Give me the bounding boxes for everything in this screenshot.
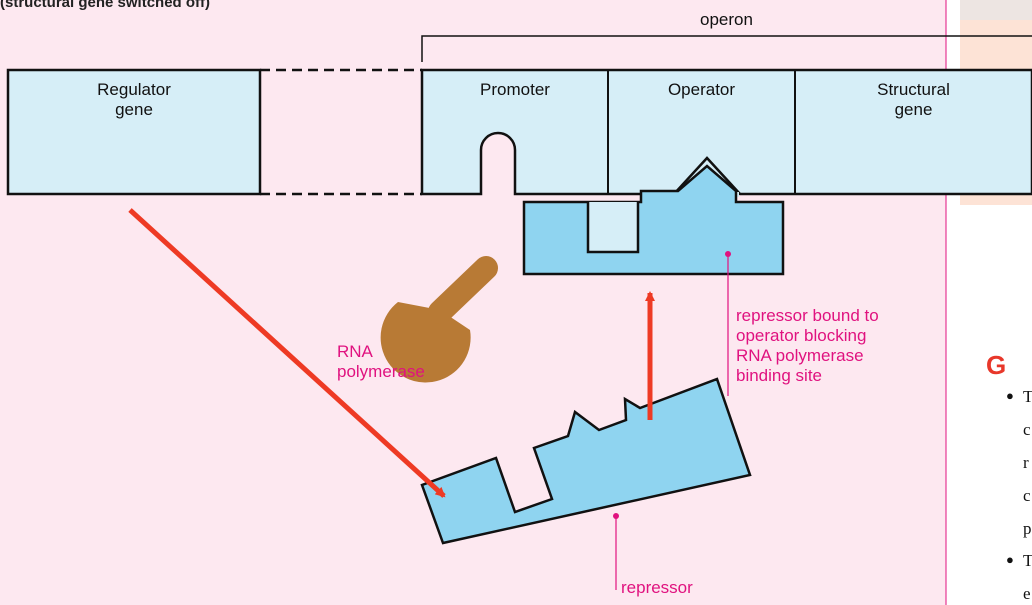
- rna-polymerase-shape: [380, 302, 471, 383]
- side-panel-heading: G: [986, 350, 1007, 380]
- regulator-gene-label: Regulator gene: [97, 80, 171, 119]
- structural-gene-label: Structural gene: [877, 80, 950, 119]
- bound-repressor-notch: [586, 202, 640, 254]
- rna-polymerase-arm: [428, 256, 498, 324]
- rna-polymerase-label: RNA polymerase: [337, 342, 425, 381]
- regulator-to-repressor-arrow: [128, 208, 446, 498]
- side-text-6: T: [1023, 551, 1032, 570]
- side-text-2: c: [1023, 420, 1031, 439]
- side-text-7: e: [1023, 584, 1031, 603]
- free-repressor: [420, 377, 752, 545]
- operator-label: Operator: [667, 80, 736, 99]
- bullet-2: ●: [1006, 552, 1014, 567]
- side-text-5: p: [1023, 519, 1032, 538]
- side-text-4: c: [1023, 486, 1031, 505]
- figure-subtitle: (structural gene switched off): [0, 0, 211, 11]
- side-panel-top-box: [960, 0, 1032, 20]
- operon-label: operon: [700, 10, 753, 29]
- bullet-1: ●: [1006, 388, 1014, 403]
- operon-bracket: [421, 35, 1032, 62]
- repressor-bound-label: repressor bound to operator blocking RNA…: [736, 306, 879, 385]
- regulator-gene-box: [6, 68, 262, 196]
- promoter-label: Promoter: [480, 80, 550, 99]
- side-text-3: r: [1023, 453, 1029, 472]
- side-text-1: T: [1023, 387, 1032, 406]
- repressor-label: repressor: [621, 578, 693, 597]
